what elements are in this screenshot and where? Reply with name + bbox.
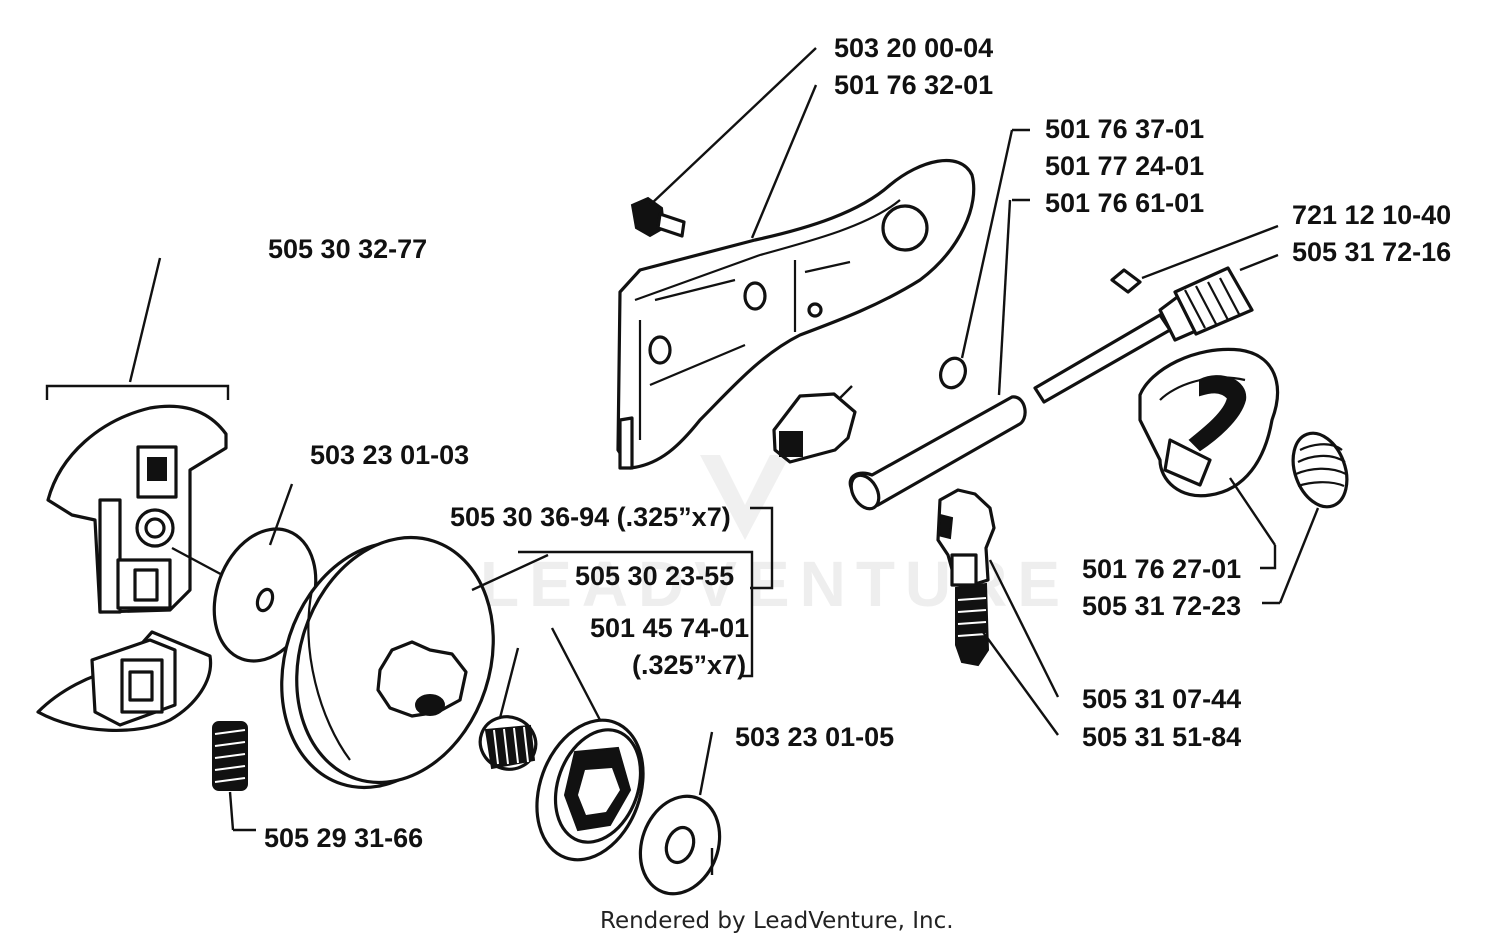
- clutch-drum-drawing: [280, 535, 549, 790]
- label-505-31-51-84: 505 31 51-84: [1082, 722, 1241, 752]
- label-501-76-27-01: 501 76 27-01: [1082, 554, 1241, 584]
- label-501-45-74-01: 501 45 74-01: [590, 613, 749, 643]
- oil-pump-parts-drawing: [848, 128, 1030, 511]
- label-501-76-61-01: 501 76 61-01: [1045, 188, 1204, 218]
- label-505-30-23-55: 505 30 23-55: [575, 561, 734, 591]
- watermark-logo-icon: [700, 455, 790, 540]
- label-505-30-36-94: 505 30 36-94 (.325”x7): [450, 502, 731, 532]
- label-501-77-24-01: 501 77 24-01: [1045, 151, 1204, 181]
- needle-bearing-drawing: [478, 647, 538, 771]
- label-501-76-37-01: 501 76 37-01: [1045, 114, 1204, 144]
- washer-left-drawing: [212, 483, 318, 663]
- label-503-23-01-03: 503 23 01-03: [310, 440, 469, 470]
- label-503-20-00-04: 503 20 00-04: [834, 33, 993, 63]
- clutch-cover-drawing: [616, 47, 976, 470]
- washer-right-drawing: [638, 731, 722, 896]
- label-505-31-72-16: 505 31 72-16: [1292, 237, 1451, 267]
- chain-adjuster-drawing: [936, 488, 1060, 736]
- label-505-29-31-66: 505 29 31-66: [264, 823, 423, 853]
- label-503-23-01-05: 503 23 01-05: [735, 722, 894, 752]
- label-505-31-72-23: 505 31 72-23: [1082, 591, 1241, 621]
- label-bracket: [518, 506, 774, 678]
- rim-sprocket-drawing: [535, 627, 645, 862]
- oil-pump-housing-drawing: [1138, 347, 1349, 605]
- label-505-30-32-77: 505 30 32-77: [268, 234, 427, 264]
- label-501-45-74-01-size: (.325”x7): [632, 650, 746, 680]
- label-505-31-07-44: 505 31 07-44: [1082, 684, 1241, 714]
- part-number-labels: 503 20 00-04 501 76 32-01 501 76 37-01 5…: [264, 33, 1451, 853]
- label-501-76-32-01: 501 76 32-01: [834, 70, 993, 100]
- credit-text: Rendered by LeadVenture, Inc.: [600, 908, 954, 934]
- spring-coil-icon: [212, 721, 248, 791]
- label-721-12-10-40: 721 12 10-40: [1292, 200, 1451, 230]
- clutch-shoe-assembly-drawing: [36, 257, 248, 831]
- oil-pump-shaft-drawing: [1033, 224, 1279, 404]
